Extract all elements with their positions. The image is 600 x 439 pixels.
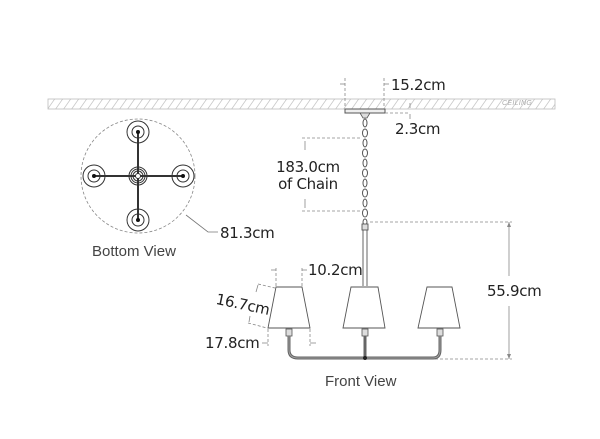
- ceiling-label: CEILING: [502, 100, 533, 107]
- front-view-title: Front View: [325, 373, 397, 390]
- fixture-height-label: 55.9cm: [487, 282, 542, 300]
- bottom-view-title: Bottom View: [92, 243, 176, 260]
- chain-length-label: 183.0cm of Chain: [273, 159, 343, 193]
- bottom-view: [80, 118, 218, 234]
- bottom-diameter-label: 81.3cm: [220, 224, 275, 242]
- center-joint: [363, 356, 367, 360]
- canopy-width-label: 15.2cm: [391, 76, 446, 94]
- chain-length-value: 183.0cm: [276, 158, 340, 176]
- shade-center: [342, 286, 386, 329]
- shade-slant-dimension: [247, 283, 276, 329]
- canopy-height-dimension: [385, 103, 411, 119]
- shade-bottom-dimension: [262, 329, 316, 346]
- shade-top-width-label: 10.2cm: [308, 261, 363, 279]
- shade-left: [267, 286, 311, 329]
- canopy: [344, 108, 386, 119]
- sockets: [285, 328, 444, 337]
- chain-length-dimension: [302, 137, 362, 212]
- canopy-height-label: 2.3cm: [395, 120, 441, 138]
- canopy-width-dimension: [340, 78, 389, 108]
- chain-length-suffix: of Chain: [278, 175, 338, 193]
- ceiling: [47, 98, 556, 110]
- shade-bottom-width-label: 17.8cm: [205, 334, 260, 352]
- fixture-height-dimension: [370, 221, 512, 360]
- stem: [361, 223, 369, 286]
- arms: [287, 336, 442, 360]
- shade-right: [417, 286, 461, 329]
- chain: [362, 118, 368, 226]
- shade-top-dimension: [271, 268, 307, 286]
